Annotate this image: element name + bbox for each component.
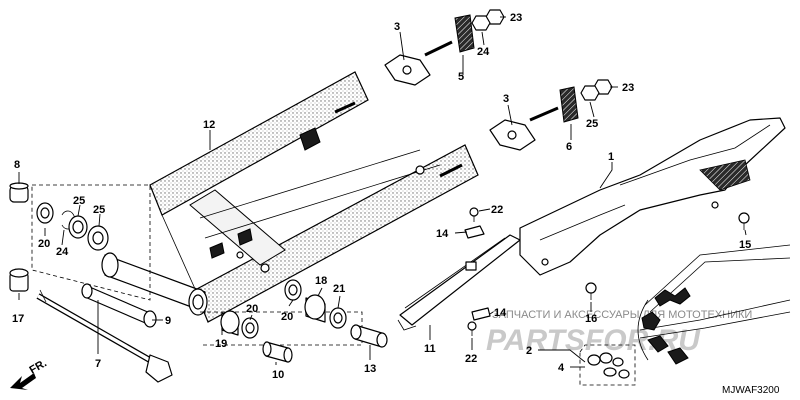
chain-case xyxy=(519,117,786,276)
callout-11-b: 14 xyxy=(494,307,507,319)
master-link-set xyxy=(579,344,636,386)
callout-21-a: 22 xyxy=(491,204,503,216)
drive-chain xyxy=(637,244,791,365)
callout-7: 8 xyxy=(14,159,20,171)
callout-3-a: 3 xyxy=(394,21,400,33)
callout-5-b: 6 xyxy=(566,141,572,153)
callout-22-b: 23 xyxy=(622,82,634,94)
part-8-collar xyxy=(81,283,157,328)
clip-11-upper xyxy=(464,225,485,239)
screw-21-lower xyxy=(467,321,477,336)
clip-11-lower xyxy=(471,307,491,321)
part-13-collar xyxy=(350,324,388,348)
watermark-small: ЗАПЧАСТИ И АКСЕССУАРЫ ДЛЯ МОТОТЕХНИКИ xyxy=(492,309,752,321)
chain-adjuster-right xyxy=(489,106,559,151)
pivot-bolt xyxy=(36,289,173,383)
chain-adjuster-left xyxy=(384,40,453,86)
callout-23-b: 25 xyxy=(586,118,598,130)
bolt-14-right xyxy=(738,212,750,230)
watermark-large: PARTSFOR.RU xyxy=(486,324,701,357)
callout-5-a: 5 xyxy=(458,71,464,83)
callout-20-b: 21 xyxy=(333,283,345,295)
nut-23-lower xyxy=(580,85,600,101)
plate-5-upper xyxy=(454,14,475,53)
callout-1: 1 xyxy=(608,151,614,163)
bearing-17-18 xyxy=(220,310,259,339)
callout-9: 10 xyxy=(272,369,284,381)
callout-3-b: 3 xyxy=(503,93,509,105)
exploded-box-left xyxy=(31,184,151,301)
callout-11-a: 14 xyxy=(436,228,449,240)
bearing-set-left xyxy=(36,202,109,251)
front-direction-arrow: FR. xyxy=(10,357,49,390)
callout-14-a: 15 xyxy=(739,239,751,251)
bolt-14-lower xyxy=(585,282,597,300)
callout-21-b: 22 xyxy=(465,353,477,365)
front-direction-label: FR. xyxy=(28,357,49,376)
callout-25-a: 25 xyxy=(73,195,85,207)
callout-6: 7 xyxy=(95,358,101,370)
callout-10: 11 xyxy=(424,343,436,355)
callout-14-b: 16 xyxy=(585,313,597,325)
callout-19: 20 xyxy=(38,238,50,250)
callout-25-b: 25 xyxy=(93,204,105,216)
leader-lines xyxy=(18,16,747,368)
callout-4: 4 xyxy=(558,362,565,374)
callout-20-a: 20 xyxy=(281,311,293,323)
callout-24: 24 xyxy=(56,246,69,258)
callout-16: 18 xyxy=(315,275,327,287)
callout-13: 13 xyxy=(364,363,376,375)
part-7 xyxy=(9,182,29,203)
swingarm xyxy=(101,71,479,323)
callout-2: 2 xyxy=(526,345,532,357)
diagram-code: MJWAF3200 xyxy=(722,385,780,396)
callout-8: 9 xyxy=(165,315,171,327)
callout-12: 12 xyxy=(203,119,215,131)
callout-22-a: 23 xyxy=(510,12,522,24)
callout-17: 19 xyxy=(215,338,227,350)
nut-23-upper xyxy=(471,15,491,31)
part-15-nut xyxy=(9,268,29,292)
plate-5-lower xyxy=(559,86,579,123)
callouts: 8 20 24 25 25 17 7 9 12 19 20 10 20 18 2… xyxy=(12,12,751,381)
callout-18: 20 xyxy=(246,303,258,315)
screw-21-upper xyxy=(469,207,479,222)
callout-23-a: 24 xyxy=(477,46,490,58)
callout-15: 17 xyxy=(12,313,24,325)
part-9-collar xyxy=(262,341,293,363)
